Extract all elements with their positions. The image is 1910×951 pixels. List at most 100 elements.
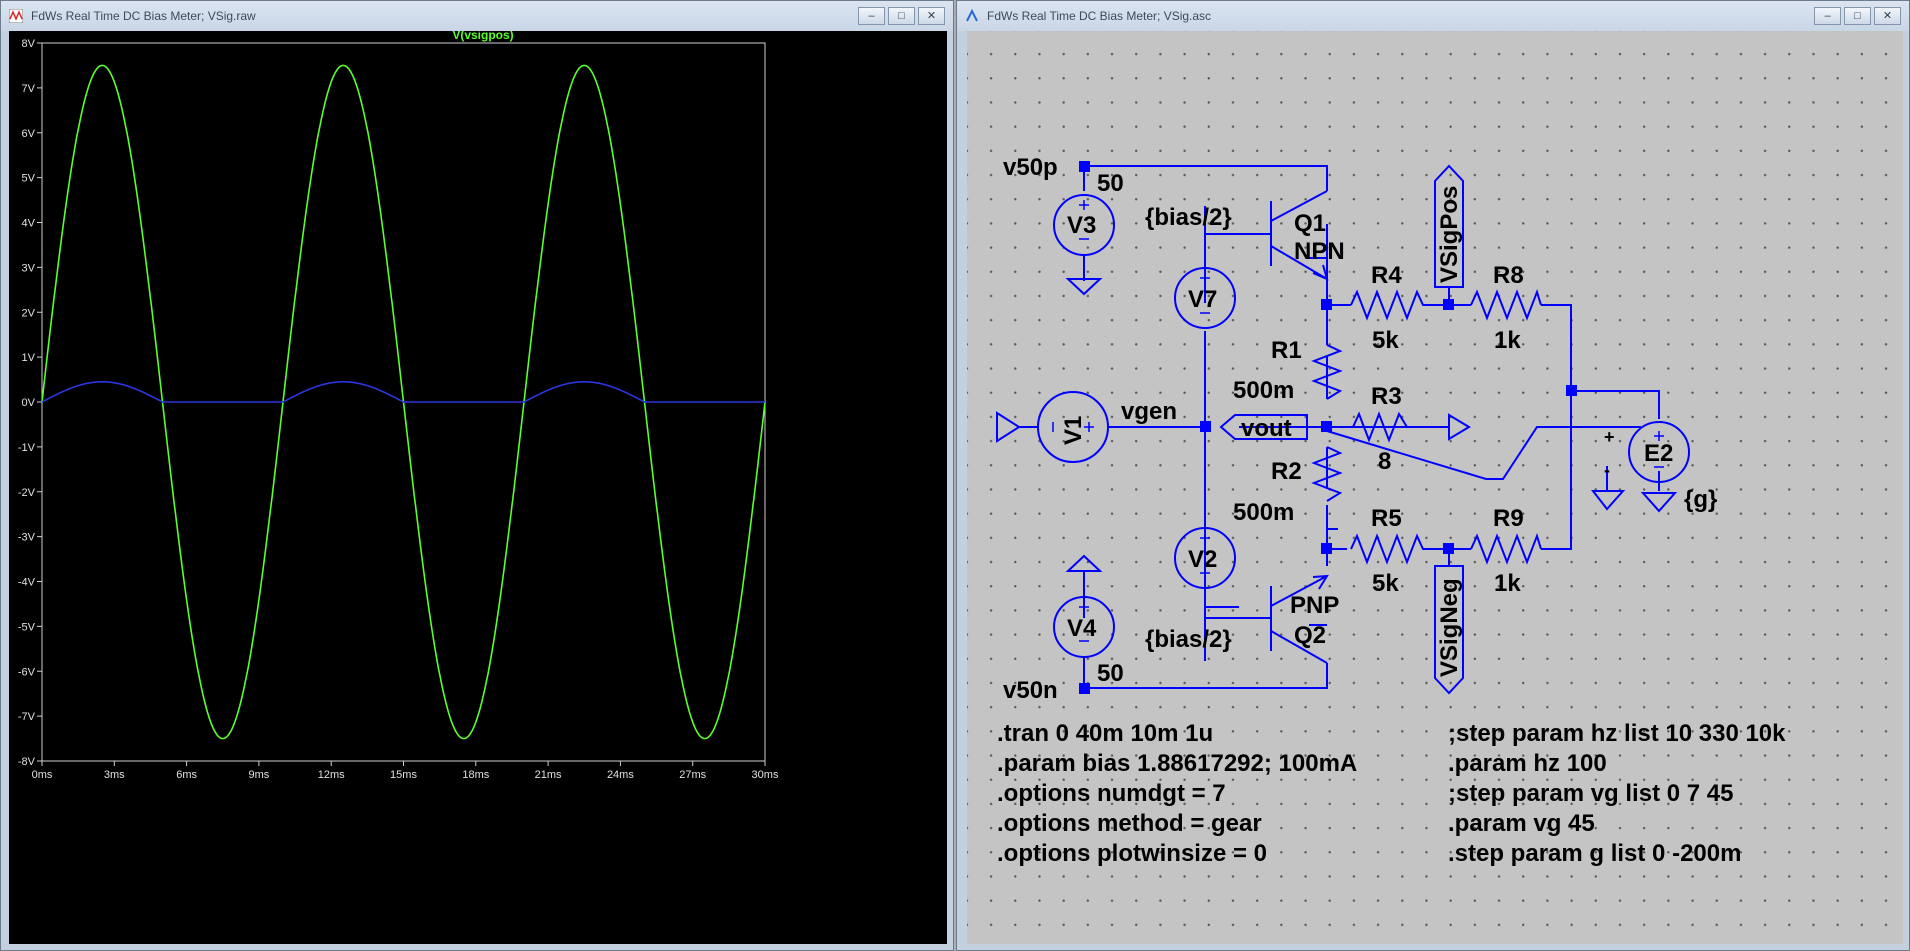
net-flag-vsigneg[interactable] [1434, 565, 1464, 695]
y-tick-label: -7V [18, 711, 36, 723]
transistor-q1[interactable] [1205, 190, 1329, 281]
x-tick-label: 6ms [176, 769, 197, 781]
trace-title[interactable]: V(vsigpos) [452, 28, 513, 42]
label-v3: V3 [1067, 212, 1096, 239]
label-r9: R9 [1493, 505, 1524, 532]
x-tick-label: 21ms [535, 769, 562, 781]
schematic-window: FdWs Real Time DC Bias Meter; VSig.asc –… [956, 0, 1910, 951]
x-tick-label: 27ms [679, 769, 706, 781]
y-tick-label: 8V [22, 38, 36, 50]
x-tick-label: 30ms [752, 769, 779, 781]
y-tick-label: -1V [18, 442, 36, 454]
label-v50p: v50p [1003, 154, 1058, 181]
spice-directive[interactable]: .param bias 1.88617292; 100mA [997, 750, 1357, 777]
voltage-source-v1[interactable] [996, 391, 1109, 463]
y-tick-label: 1V [22, 352, 36, 364]
x-tick-label: 15ms [390, 769, 417, 781]
label-r1: R1 [1271, 337, 1302, 364]
label-r3: R3 [1371, 383, 1402, 410]
label-v3-value: 50 [1097, 170, 1124, 197]
close-button[interactable]: ✕ [1874, 7, 1901, 25]
x-tick-label: 9ms [249, 769, 270, 781]
transistor-q2[interactable] [1205, 574, 1329, 664]
vcvs-e2[interactable] [1590, 421, 1690, 513]
voltage-source-v7[interactable] [1174, 267, 1236, 329]
label-v7: V7 [1188, 286, 1217, 313]
close-icon: ✕ [926, 9, 937, 22]
minimize-button[interactable]: – [1814, 7, 1841, 25]
resistor-r9[interactable] [1470, 532, 1542, 565]
label-r8-value: 1k [1494, 327, 1521, 354]
y-tick-label: -2V [18, 487, 36, 499]
spice-directive[interactable]: .options numdgt = 7 [997, 780, 1226, 807]
schematic-window-title: FdWs Real Time DC Bias Meter; VSig.asc [987, 9, 1212, 23]
schematic-drawing[interactable]: v50p 50 V3 {bias/2} Q1 NPN V7 R4 5k R8 1… [967, 31, 1903, 944]
label-r3-value: 8 [1378, 448, 1391, 475]
label-e2-minus: - [1604, 460, 1610, 480]
y-tick-label: 7V [22, 83, 36, 95]
y-tick-label: -8V [18, 756, 36, 768]
label-r9-value: 1k [1494, 570, 1521, 597]
x-tick-label: 24ms [607, 769, 634, 781]
x-tick-label: 3ms [104, 769, 125, 781]
voltage-source-v3[interactable] [1053, 194, 1115, 296]
label-vgen: vgen [1121, 398, 1177, 425]
y-tick-label: 3V [22, 262, 36, 274]
minimize-button[interactable]: – [858, 7, 885, 25]
spice-directive[interactable]: ;step param hz list 10 330 10k [1448, 720, 1786, 747]
label-bias-bottom: {bias/2} [1145, 626, 1232, 653]
resistor-r4[interactable] [1350, 289, 1449, 321]
x-tick-label: 0ms [32, 769, 53, 781]
label-v2: V2 [1188, 546, 1217, 573]
close-button[interactable]: ✕ [918, 7, 945, 25]
y-tick-label: 4V [22, 218, 36, 230]
label-v1: V1 [1060, 416, 1087, 445]
label-e2: E2 [1644, 440, 1673, 467]
label-r8: R8 [1493, 262, 1524, 289]
label-vsigpos: VSigPos [1436, 186, 1463, 283]
waveform-app-icon [9, 9, 23, 23]
label-r2-value: 500m [1233, 499, 1294, 526]
label-vsigneg: VSigNeg [1436, 578, 1463, 677]
waveform-titlebar[interactable]: FdWs Real Time DC Bias Meter; VSig.raw –… [1, 1, 953, 31]
maximize-button[interactable]: □ [1844, 7, 1871, 25]
spice-directive[interactable]: .param hz 100 [1448, 750, 1607, 777]
resistor-r8[interactable] [1470, 288, 1542, 321]
label-q1: Q1 [1294, 210, 1326, 237]
label-r2: R2 [1271, 458, 1302, 485]
resistor-r1[interactable] [1311, 344, 1343, 400]
spice-directive[interactable]: .options plotwinsize = 0 [997, 840, 1267, 867]
spice-directive[interactable]: .options method = gear [997, 810, 1262, 837]
spice-directive[interactable]: .param vg 45 [1448, 810, 1595, 837]
label-r5: R5 [1371, 505, 1402, 532]
resistor-r5[interactable] [1350, 533, 1449, 565]
y-tick-label: 0V [22, 397, 36, 409]
y-tick-label: 5V [22, 173, 36, 185]
label-bias-top: {bias/2} [1145, 204, 1232, 231]
label-e2-plus: + [1604, 427, 1615, 447]
y-tick-label: -5V [18, 621, 36, 633]
y-tick-label: 2V [22, 307, 36, 319]
x-tick-label: 18ms [462, 769, 489, 781]
net-flag-vsigpos[interactable] [1434, 164, 1464, 288]
y-tick-label: -3V [18, 532, 36, 544]
label-v4-value: 50 [1097, 660, 1124, 687]
voltage-source-v4[interactable] [1053, 554, 1115, 658]
close-icon: ✕ [1882, 9, 1893, 22]
label-q2: Q2 [1294, 622, 1326, 649]
maximize-button[interactable]: □ [888, 7, 915, 25]
resistor-r3[interactable] [1352, 411, 1471, 443]
schematic-titlebar[interactable]: FdWs Real Time DC Bias Meter; VSig.asc –… [957, 1, 1909, 31]
voltage-source-v2[interactable] [1174, 527, 1236, 589]
schematic-canvas[interactable]: v50p 50 V3 {bias/2} Q1 NPN V7 R4 5k R8 1… [967, 31, 1903, 944]
trace-secondary[interactable] [41, 380, 765, 403]
spice-directive[interactable]: .tran 0 40m 10m 1u [997, 720, 1213, 747]
x-tick-label: 12ms [318, 769, 345, 781]
net-flag-vout[interactable] [1219, 414, 1308, 440]
spice-directive[interactable]: .step param g list 0 -200m [1448, 840, 1741, 867]
label-r4: R4 [1371, 262, 1402, 289]
resistor-r2[interactable] [1311, 446, 1343, 502]
spice-directive[interactable]: ;step param vg list 0 7 45 [1448, 780, 1733, 807]
waveform-chart[interactable]: V(vsigpos) 8V7V6V5V4V3V2V1V0V-1V-2V-3V-4… [9, 28, 947, 944]
